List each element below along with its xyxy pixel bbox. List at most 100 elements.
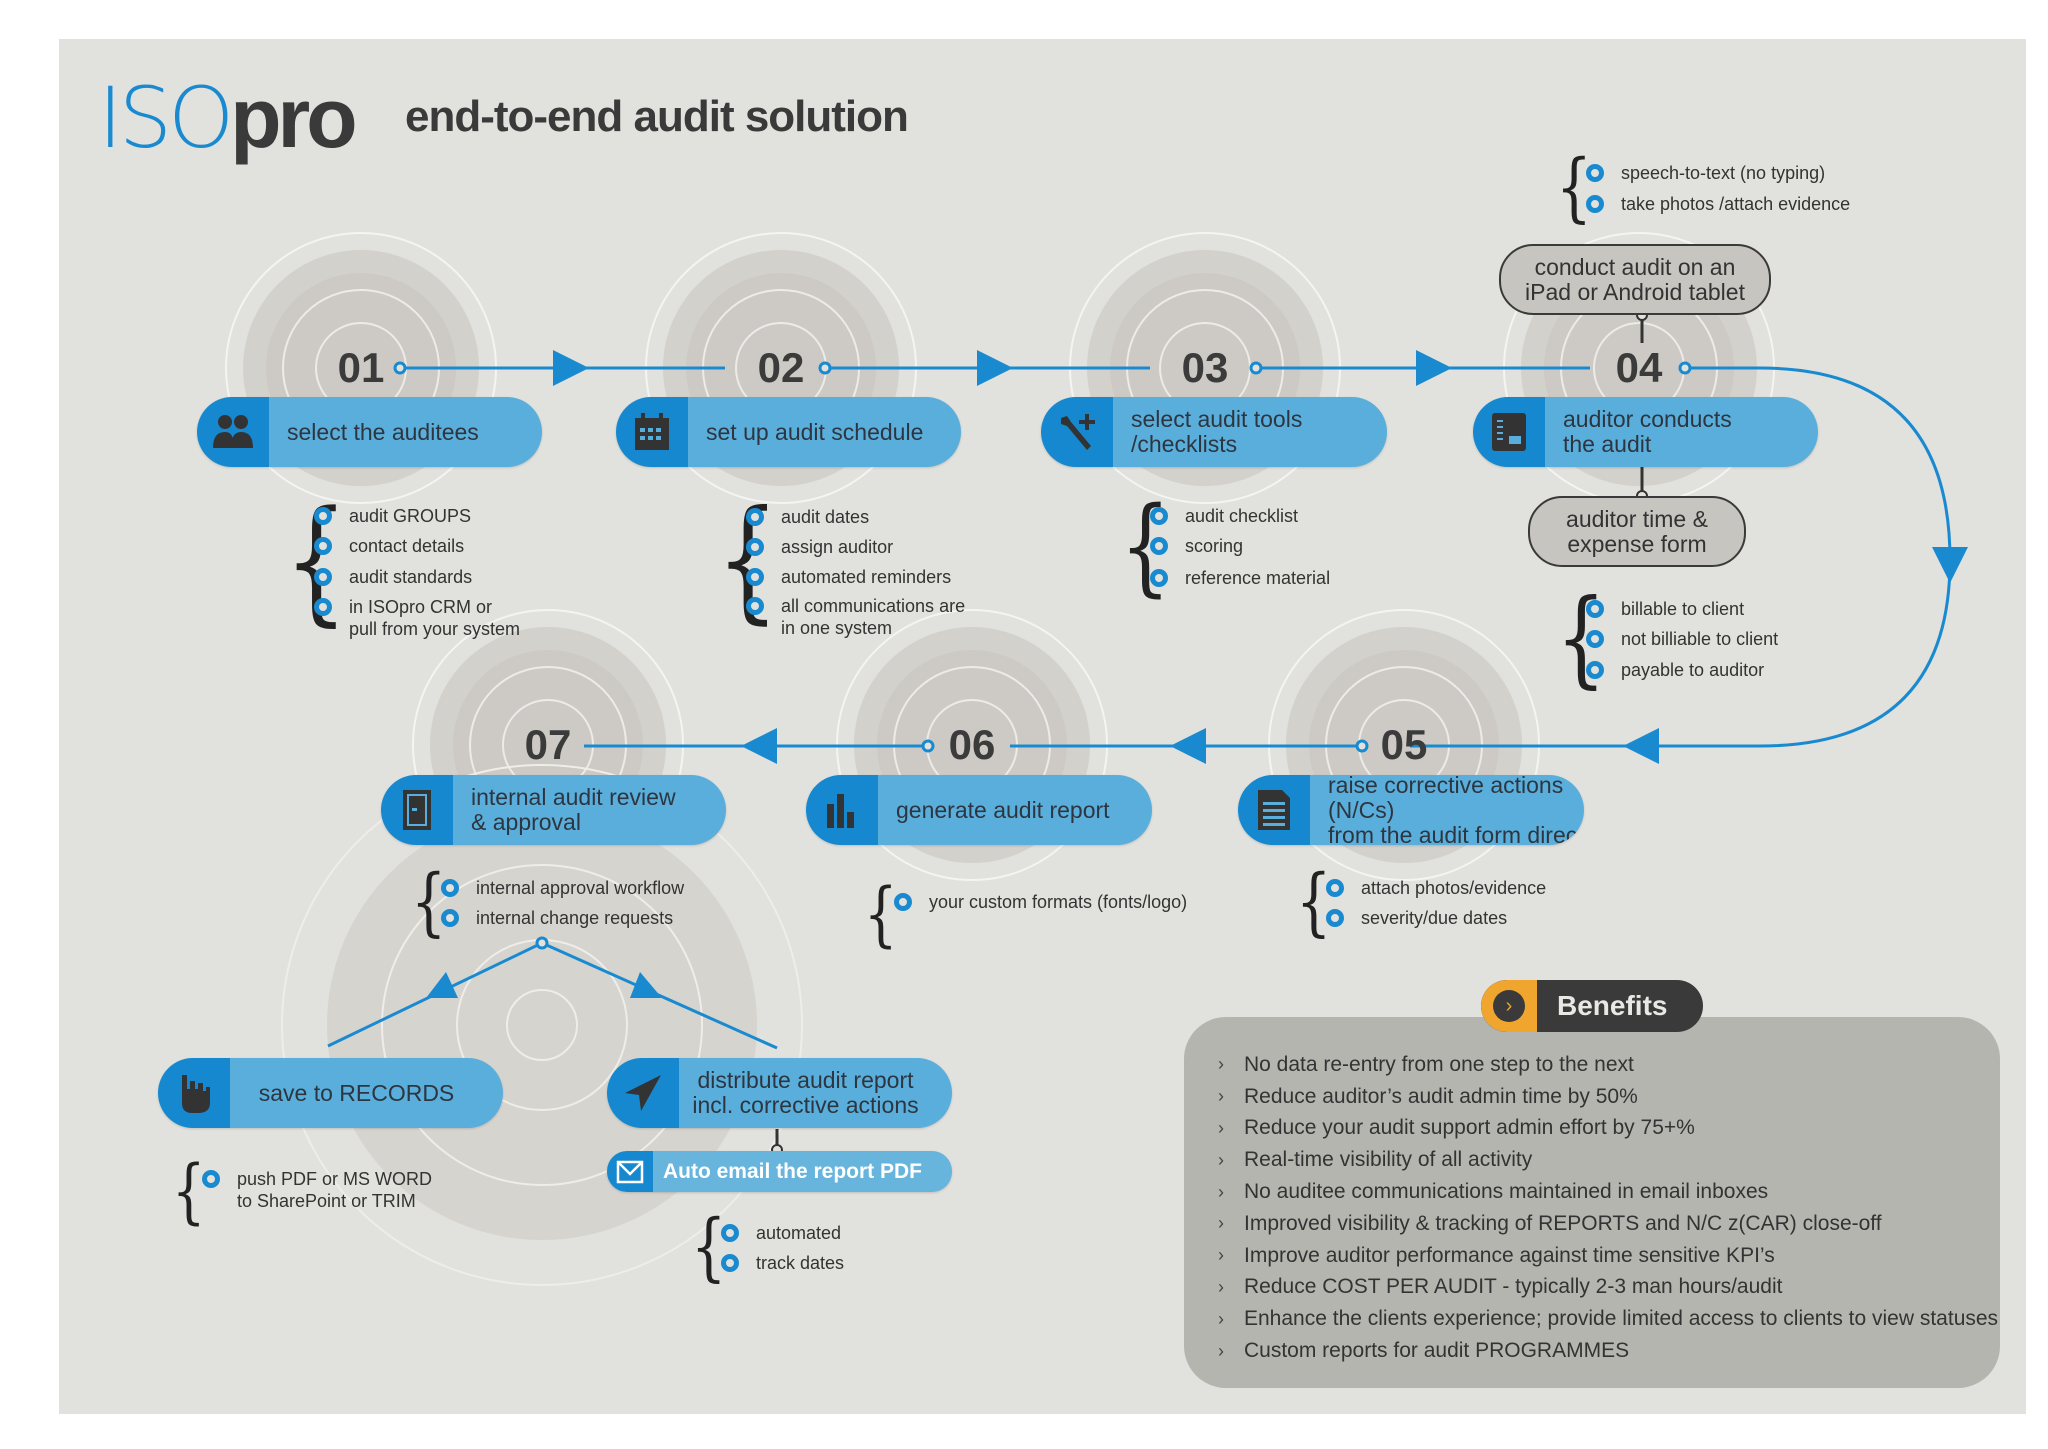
step-03-pill-label: select audit tools /checklists	[1131, 406, 1303, 457]
step-02-pill-label: set up audit schedule	[706, 418, 924, 445]
node-dot	[393, 361, 407, 375]
bullet-ring-icon	[1586, 195, 1604, 213]
step-07-pill[interactable]: internal audit review & approval	[381, 775, 726, 845]
brace-icon: {	[864, 873, 898, 955]
bullet-text: all communications are in one system	[781, 596, 966, 638]
benefit-text: Reduce your audit support admin effort b…	[1244, 1116, 1695, 1140]
bullet-ring-icon	[314, 598, 332, 616]
step-02-bullet: automated reminders	[746, 566, 951, 588]
bullet-ring-icon	[314, 568, 332, 586]
chevron-right-icon: ›	[1218, 1308, 1224, 1329]
benefit-text: No data re-entry from one step to the ne…	[1244, 1052, 1634, 1076]
wrench-icon	[1041, 397, 1113, 467]
benefits-title: Benefits	[1557, 990, 1668, 1021]
step-03-bullet: audit checklist	[1150, 505, 1298, 527]
users-icon	[197, 397, 269, 467]
bullet-text: assign auditor	[781, 537, 894, 557]
node-dot	[1678, 361, 1692, 375]
benefit-text: Real-time visibility of all activity	[1244, 1148, 1533, 1172]
step-02-bullet: audit dates	[746, 506, 869, 528]
bullet-ring-icon	[1586, 600, 1604, 618]
step-06-bullet: your custom formats (fonts/logo)	[894, 891, 1187, 913]
chevron-right-icon: ›	[1218, 1276, 1224, 1297]
step-07-bullet: internal approval workflow	[441, 877, 684, 899]
step-01-bullet: audit GROUPS	[314, 505, 471, 527]
bullet-ring-icon	[1150, 537, 1168, 555]
mail-icon	[607, 1151, 653, 1192]
step-07-pill-label: internal audit review & approval	[471, 784, 676, 835]
brace-icon: {	[691, 1204, 727, 1290]
save-records-pill-label: save to RECORDS	[258, 1079, 455, 1106]
arrow-icon	[1932, 547, 1968, 583]
ring-fill	[327, 810, 757, 1240]
ring	[281, 764, 803, 1286]
brace-icon: {	[172, 1150, 206, 1232]
chevron-right-icon: ›	[1218, 1086, 1224, 1107]
brace-icon: {	[1556, 143, 1592, 231]
bullet-ring-icon	[746, 508, 764, 526]
step-05-bullet: severity/due dates	[1326, 907, 1507, 929]
bullet-ring-icon	[1586, 661, 1604, 679]
benefit-item: ›Real-time visibility of all activity	[1218, 1144, 1998, 1176]
expense-bullet: billable to client	[1586, 598, 1744, 620]
bullet-text: attach photos/evidence	[1361, 878, 1547, 898]
step-03-bullet: reference material	[1150, 567, 1330, 589]
hand-icon	[158, 1058, 230, 1128]
save-records-pill[interactable]: save to RECORDS	[158, 1058, 503, 1128]
bullet-text: automated reminders	[781, 567, 952, 587]
conduct-audit-box: conduct audit on an iPad or Android tabl…	[1499, 244, 1771, 315]
step-number-03: 03	[1181, 344, 1229, 391]
bullet-ring-icon	[746, 597, 764, 615]
step-02-pill[interactable]: set up audit schedule	[616, 397, 961, 467]
bullet-text: not billiable to client	[1621, 629, 1779, 649]
send-icon	[607, 1058, 679, 1128]
distribute-report-pill[interactable]: distribute audit report incl. corrective…	[607, 1058, 952, 1128]
isopro-logo: ISOpro	[98, 76, 358, 160]
step-01-bullet: in ISOpro CRM or pull from your system	[314, 596, 520, 640]
chevron-right-icon: ›	[1218, 1054, 1224, 1075]
bullet-text: severity/due dates	[1361, 908, 1508, 928]
step-03-pill[interactable]: select audit tools /checklists	[1041, 397, 1387, 467]
bullet-text: audit GROUPS	[349, 506, 472, 526]
bullet-ring-icon	[1150, 507, 1168, 525]
auto-email-pill[interactable]: Auto email the report PDF	[607, 1151, 952, 1192]
benefit-text: Improve auditor performance against time…	[1244, 1243, 1775, 1267]
bullet-text: internal approval workflow	[476, 878, 685, 898]
bullet-ring-icon	[894, 893, 912, 911]
form-icon	[1238, 775, 1310, 845]
benefit-text: Custom reports for audit PROGRAMMES	[1244, 1339, 1630, 1363]
ring	[506, 989, 578, 1061]
node-dot	[921, 739, 935, 753]
bullet-text: audit standards	[349, 567, 473, 587]
bullet-ring-icon	[1586, 630, 1604, 648]
step-02-bullet: all communications are in one system	[746, 595, 965, 639]
step-05-pill[interactable]: raise corrective actions (N/Cs) from the…	[1238, 775, 1584, 845]
benefit-item: ›Custom reports for audit PROGRAMMES	[1218, 1335, 1998, 1367]
bullet-text: audit checklist	[1185, 506, 1299, 526]
benefit-text: Reduce COST PER AUDIT - typically 2-3 ma…	[1244, 1275, 1783, 1299]
bullet-ring-icon	[1586, 164, 1604, 182]
step-04-pill[interactable]: auditor conducts the audit	[1473, 397, 1818, 467]
step-number-06: 06	[948, 721, 996, 768]
benefit-text: Enhance the clients experience; provide …	[1244, 1307, 1999, 1331]
bullet-ring-icon	[314, 537, 332, 555]
logo-iso: ISO	[98, 69, 234, 167]
step-05-bullet: attach photos/evidence	[1326, 877, 1546, 899]
bullet-text: payable to auditor	[1621, 660, 1765, 680]
step-01-pill[interactable]: select the auditees	[197, 397, 542, 467]
arrow-icon	[977, 350, 1013, 386]
arrow-icon	[426, 972, 458, 998]
step-01-bullet: contact details	[314, 535, 464, 557]
bullet-text: take photos /attach evidence	[1621, 194, 1851, 214]
step-04-pill-label: auditor conducts the audit	[1563, 406, 1732, 457]
bar-chart-icon	[806, 775, 878, 845]
step-06-pill[interactable]: generate audit report	[806, 775, 1152, 845]
auto-email-pill-label: Auto email the report PDF	[662, 1160, 923, 1183]
step-number-07: 07	[524, 721, 572, 768]
node-dot	[1355, 739, 1369, 753]
conduct-bullet: take photos /attach evidence	[1586, 193, 1850, 215]
step-01-pill-label: select the auditees	[287, 418, 479, 445]
bullet-text: internal change requests	[476, 908, 674, 928]
benefit-item: ›Reduce your audit support admin effort …	[1218, 1113, 1998, 1145]
chevron-right-icon: ›	[1218, 1213, 1224, 1234]
